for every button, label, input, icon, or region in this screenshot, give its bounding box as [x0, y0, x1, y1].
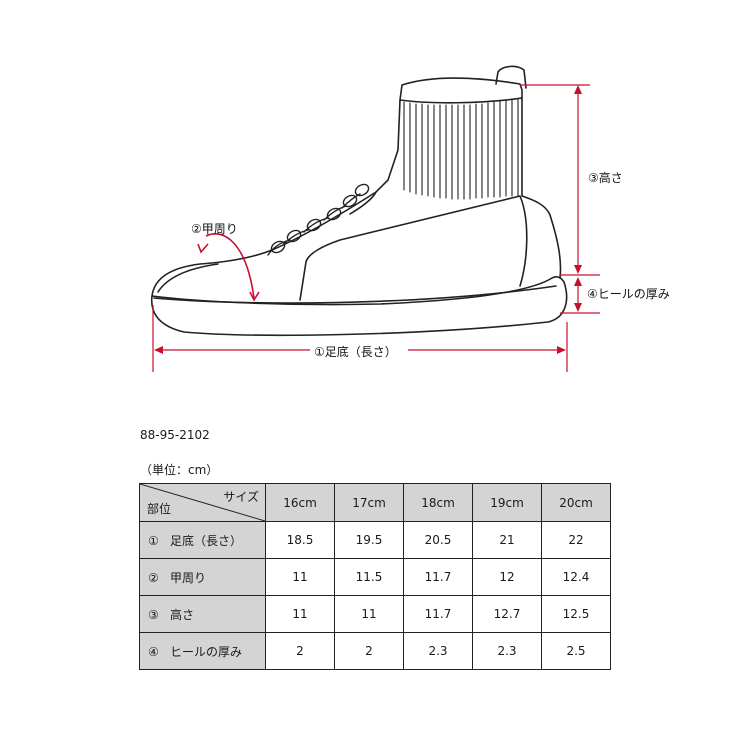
table-cell: 11: [334, 595, 404, 633]
table-cell: 20.5: [403, 521, 473, 559]
table-cell: 11.7: [403, 595, 473, 633]
sole-length-label: ①足底（長さ）: [314, 345, 397, 359]
unit-note: （単位：cm）: [140, 463, 219, 477]
size-header: 18cm: [403, 483, 473, 522]
table-cell: 2.3: [403, 632, 473, 670]
table-row: ① 足底（長さ） 18.5 19.5 20.5 21 22: [139, 521, 611, 559]
knit-ribs: [403, 98, 519, 200]
shoe-upper: [151, 77, 562, 297]
size-header: 19cm: [472, 483, 542, 522]
size-table: サイズ 部位 16cm 17cm 18cm 19cm 20cm ① 足底（長さ） …: [139, 483, 611, 670]
height-label: ③高さ: [588, 171, 623, 185]
row-header: ① 足底（長さ）: [139, 521, 266, 559]
instep-label: ②甲周り: [191, 222, 238, 236]
table-cell: 11: [265, 558, 335, 596]
table-cell: 21: [472, 521, 542, 559]
size-header-label: サイズ: [223, 490, 259, 504]
collar: [399, 97, 523, 104]
size-header-row: サイズ 部位 16cm 17cm 18cm 19cm 20cm: [139, 483, 611, 522]
row-label: 足底（長さ）: [170, 533, 243, 548]
table-cell: 11: [265, 595, 335, 633]
size-header: 16cm: [265, 483, 335, 522]
part-header-label: 部位: [147, 502, 172, 516]
table-row: ② 甲周り 11 11.5 11.7 12 12.4: [139, 558, 611, 596]
row-number: ①: [148, 533, 159, 548]
side-panel: [299, 195, 528, 301]
row-header: ④ ヒールの厚み: [139, 632, 266, 670]
size-header: 20cm: [541, 483, 611, 522]
product-code: 88-95-2102: [140, 428, 210, 442]
heel-tab: [495, 65, 527, 89]
row-label: 高さ: [170, 607, 195, 622]
table-cell: 2.3: [472, 632, 542, 670]
instep-arrow: [205, 232, 255, 299]
laces: [267, 183, 370, 256]
table-cell: 12.5: [541, 595, 611, 633]
sole-line: [153, 285, 557, 304]
row-label: ヒールの厚み: [170, 644, 243, 659]
heel-thickness-label: ④ヒールの厚み: [587, 287, 670, 301]
row-header: ③ 高さ: [139, 595, 266, 633]
table-cell: 22: [541, 521, 611, 559]
table-cell: 12.7: [472, 595, 542, 633]
table-cell: 2.5: [541, 632, 611, 670]
table-row: ④ ヒールの厚み 2 2 2.3 2.3 2.5: [139, 632, 611, 670]
tongue-edge: [349, 191, 377, 215]
row-number: ③: [148, 607, 159, 622]
row-number: ②: [148, 570, 159, 585]
shoe-diagram: ②甲周り ③高さ ④ヒールの厚み ①足底（長さ）: [150, 65, 670, 372]
table-corner-cell: サイズ 部位: [139, 483, 266, 522]
row-header: ② 甲周り: [139, 558, 266, 596]
table-cell: 2: [265, 632, 335, 670]
table-cell: 2: [334, 632, 404, 670]
shoe-illustration: [150, 65, 600, 372]
toe-cap: [157, 263, 219, 293]
table-cell: 11.7: [403, 558, 473, 596]
table-cell: 11.5: [334, 558, 404, 596]
size-header: 17cm: [334, 483, 404, 522]
table-cell: 12: [472, 558, 542, 596]
row-label: 甲周り: [170, 570, 207, 585]
table-row: ③ 高さ 11 11 11.7 12.7 12.5: [139, 595, 611, 633]
row-number: ④: [148, 644, 159, 659]
table-cell: 18.5: [265, 521, 335, 559]
shoe-sole: [150, 276, 568, 336]
table-cell: 19.5: [334, 521, 404, 559]
table-cell: 12.4: [541, 558, 611, 596]
